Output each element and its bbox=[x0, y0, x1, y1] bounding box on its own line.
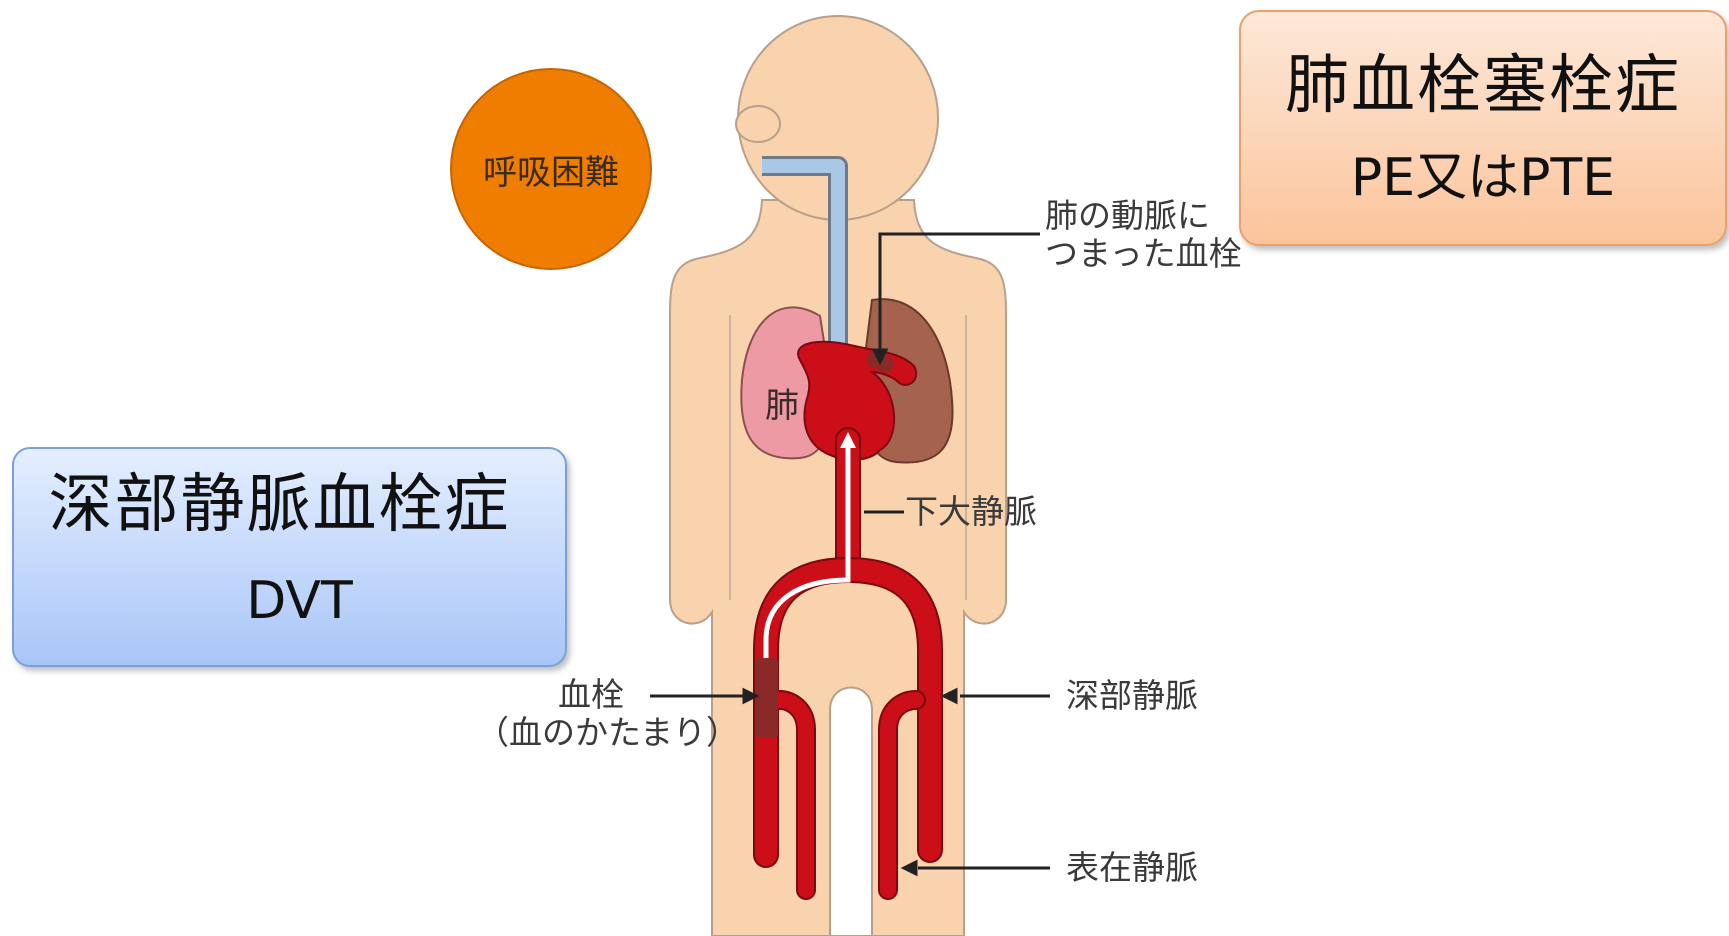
pe-box: 肺血栓塞栓症 PE又はPTE bbox=[1239, 10, 1727, 246]
dvt-title: 深部静脈血栓症 bbox=[0, 469, 565, 541]
ivc-label: 下大静脈 bbox=[905, 494, 1037, 530]
deep-vein-label: 深部静脈 bbox=[1066, 678, 1198, 714]
pe-subtitle: PE又はPTE bbox=[1241, 148, 1725, 208]
superficial-vein-label: 表在静脈 bbox=[1066, 850, 1198, 886]
thrombus-label-1: 血栓 bbox=[558, 677, 624, 713]
thrombus-clot bbox=[756, 658, 778, 738]
pulmonary-clot-label-1: 肺の動脈に bbox=[1045, 198, 1210, 234]
lung-label: 肺 bbox=[765, 378, 799, 427]
dyspnea-label: 呼吸困難 bbox=[483, 145, 619, 194]
dvt-box: 深部静脈血栓症 DVT bbox=[12, 447, 567, 667]
pulmonary-clot-label-2: つまった血栓 bbox=[1045, 236, 1242, 272]
pe-title: 肺血栓塞栓症 bbox=[1241, 50, 1725, 122]
dvt-subtitle: DVT bbox=[34, 571, 565, 631]
thrombus-label-2: （血のかたまり） bbox=[476, 715, 739, 751]
dyspnea-circle: 呼吸困難 bbox=[450, 68, 652, 270]
